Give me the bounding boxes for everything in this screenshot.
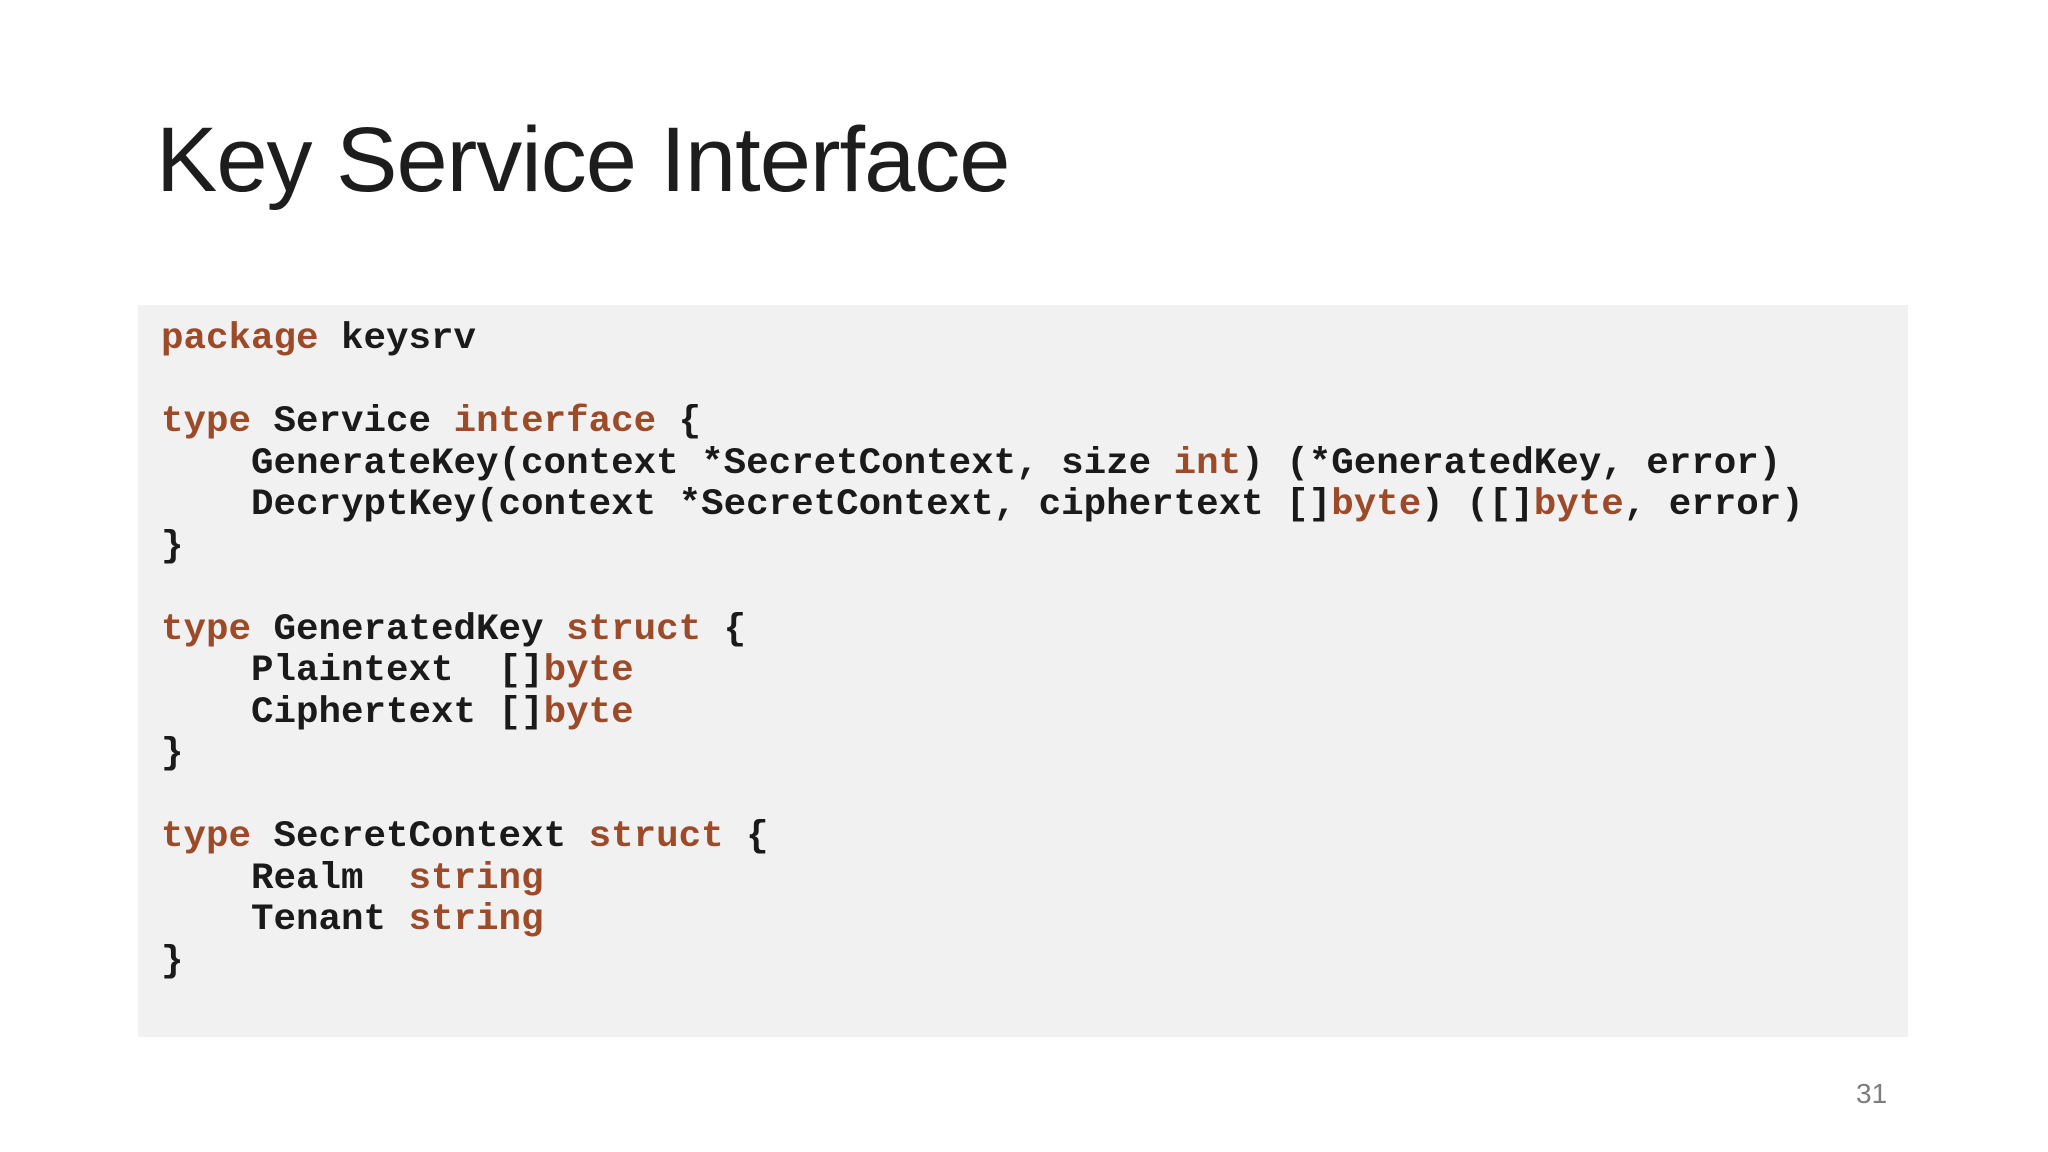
code-block: package keysrv type Service interface { … bbox=[138, 305, 1908, 1037]
slide-title: Key Service Interface bbox=[156, 109, 1010, 211]
code-listing: package keysrv type Service interface { … bbox=[161, 318, 1804, 983]
page-number: 31 bbox=[1856, 1078, 1888, 1109]
